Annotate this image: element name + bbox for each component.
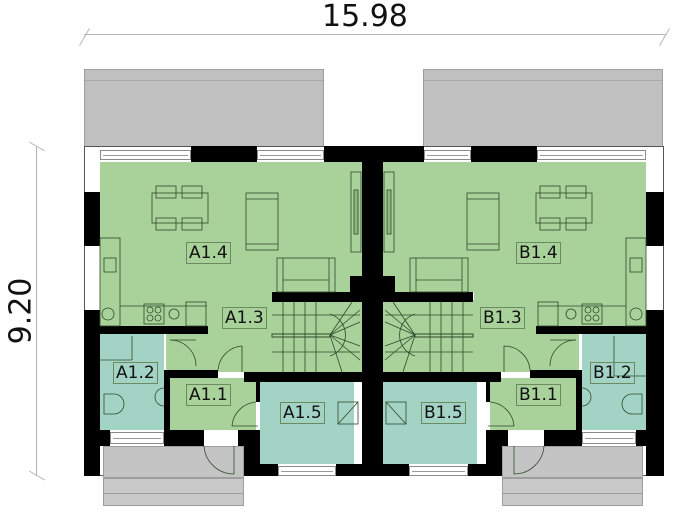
staircase-b-icon [384, 301, 474, 373]
room-label-a1-4: A1.4 [186, 242, 231, 264]
window-b-utility [409, 466, 468, 476]
wall-a-utility-bottom-left [260, 464, 278, 476]
window-a-rear-2 [257, 150, 324, 160]
wall-a-hall-top [170, 370, 218, 378]
sofa-b-vertical-icon [466, 192, 500, 251]
wall-b-utility-top [383, 372, 501, 382]
wall-b-utility-bottom-right [468, 464, 486, 476]
wardrobe-b-icon [383, 171, 395, 253]
window-b-rear-2 [537, 150, 646, 160]
room-b1-1-hall [490, 378, 576, 430]
entry-opening-b [508, 432, 544, 446]
room-label-b1-3: B1.3 [480, 307, 525, 329]
entrance-platform-b [502, 446, 643, 478]
doors-a-icon [169, 339, 258, 475]
wall-b-bath-left [576, 370, 582, 444]
room-label-b1-1: B1.1 [516, 384, 561, 406]
wall-b-utility-bottom-left [383, 464, 409, 476]
room-a1-4-living [100, 162, 362, 292]
width-dimension-line [84, 34, 666, 35]
entry-opening-a [204, 432, 238, 446]
width-dimension-label: 15.98 [322, 0, 408, 34]
wall-a-bath-right [164, 370, 170, 444]
room-a1-3-stair [166, 300, 362, 372]
terrace-rear-b [423, 69, 663, 147]
window-b-rear-1 [424, 150, 471, 160]
wall-a-utility-left [256, 382, 260, 402]
height-dimension-line [36, 146, 37, 476]
wall-b-bath-bottom [636, 430, 646, 446]
wall-a-bath-bottom [100, 430, 110, 446]
wall-top-left-pier [191, 146, 257, 162]
staircase-a-icon [271, 301, 361, 373]
wall-a-stair-corner [350, 276, 362, 294]
wardrobe-a-icon [350, 171, 362, 253]
wall-top-right-pier [471, 146, 537, 162]
room-label-b1-2: B1.2 [590, 362, 635, 384]
wall-left-upper [84, 192, 100, 246]
window-a-rear-1 [100, 150, 191, 160]
wall-left-lower [84, 310, 100, 476]
boiler-a-icon [337, 401, 359, 425]
doors-b-icon [488, 339, 577, 475]
bathroom-fixtures-a-icon [100, 336, 165, 415]
room-label-a1-3: A1.3 [222, 307, 267, 329]
room-b1-4-living [383, 162, 646, 292]
room-label-a1-1: A1.1 [186, 384, 231, 406]
wall-a-utility-top [244, 372, 362, 382]
kitchen-counter-b-icon [537, 237, 647, 327]
window-a-utility [278, 466, 336, 476]
bathroom-fixtures-b-icon [581, 336, 646, 415]
wall-b-front-pier-1 [544, 430, 582, 446]
wall-a-front-pier-1 [164, 430, 204, 446]
sofa-a-horizontal-icon [276, 257, 336, 293]
window-a-bath [110, 432, 164, 444]
entrance-steps-a [103, 478, 244, 506]
wall-right-upper [646, 192, 664, 246]
wall-b-hall-top [530, 370, 576, 378]
window-b-bath [582, 432, 636, 444]
wall-b-stair-corner [383, 276, 395, 294]
terrace-rear-a [84, 69, 324, 147]
room-label-b1-4: B1.4 [516, 242, 561, 264]
sofa-b-horizontal-icon [409, 257, 469, 293]
kitchen-counter-a-icon [99, 237, 207, 327]
boiler-b-icon [385, 401, 407, 425]
entrance-steps-b [502, 478, 643, 506]
wall-a-stair-top [272, 292, 362, 302]
sofa-a-vertical-icon [245, 192, 279, 251]
wall-a-utility-bottom-right [336, 464, 362, 476]
wall-right-lower [646, 310, 664, 476]
room-a1-1-hall [170, 378, 256, 430]
wall-party [362, 146, 383, 476]
wall-b-stair-top [383, 292, 473, 302]
room-label-b1-5: B1.5 [421, 402, 466, 424]
entrance-platform-a [103, 446, 244, 478]
room-label-a1-2: A1.2 [113, 362, 158, 384]
room-b1-3-stair [383, 300, 579, 372]
room-label-a1-5: A1.5 [280, 402, 325, 424]
dining-table-a-icon [151, 185, 209, 231]
wall-a-kitchen-bottom [100, 326, 208, 334]
dining-table-b-icon [535, 185, 593, 231]
wall-b-kitchen-bottom [536, 326, 646, 334]
wall-b-utility-right [486, 382, 490, 402]
